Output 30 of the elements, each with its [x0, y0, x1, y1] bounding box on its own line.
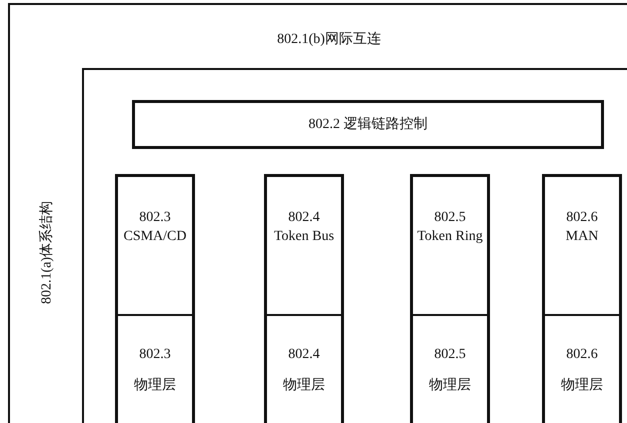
protocol-box — [115, 174, 195, 315]
outer-frame — [8, 3, 627, 423]
layer-label: 802.2 逻辑链路控制 — [308, 116, 428, 133]
physical-layer-box — [264, 315, 344, 423]
layer-label: 物理层 — [429, 377, 471, 394]
protocol-box — [542, 174, 622, 315]
standard-number: 802.3 — [139, 209, 171, 226]
protocol-box — [264, 174, 344, 315]
standard-number: 802.4 — [288, 209, 320, 226]
standard-number: 802.6 — [566, 209, 598, 226]
standard-number: 802.5 — [434, 346, 466, 363]
layer-label: Token Ring — [417, 228, 483, 245]
layer-label: MAN — [566, 228, 598, 245]
inner-frame — [82, 68, 627, 423]
layer-label: 物理层 — [561, 377, 603, 394]
frame-title: 802.1(b)网际互连 — [277, 31, 381, 48]
physical-layer-box — [542, 315, 622, 423]
layer-label: CSMA/CD — [123, 228, 187, 245]
standard-number: 802.6 — [566, 346, 598, 363]
frame-side-label: 802.1(a)体系结构 — [38, 200, 56, 306]
layer-label: 物理层 — [134, 377, 176, 394]
layer-label: 物理层 — [283, 377, 325, 394]
layer-box — [132, 100, 604, 149]
standard-number: 802.5 — [434, 209, 466, 226]
protocol-box — [410, 174, 490, 315]
standard-number: 802.3 — [139, 346, 171, 363]
physical-layer-box — [115, 315, 195, 423]
layer-label: Token Bus — [274, 228, 334, 245]
standard-number: 802.4 — [288, 346, 320, 363]
physical-layer-box — [410, 315, 490, 423]
